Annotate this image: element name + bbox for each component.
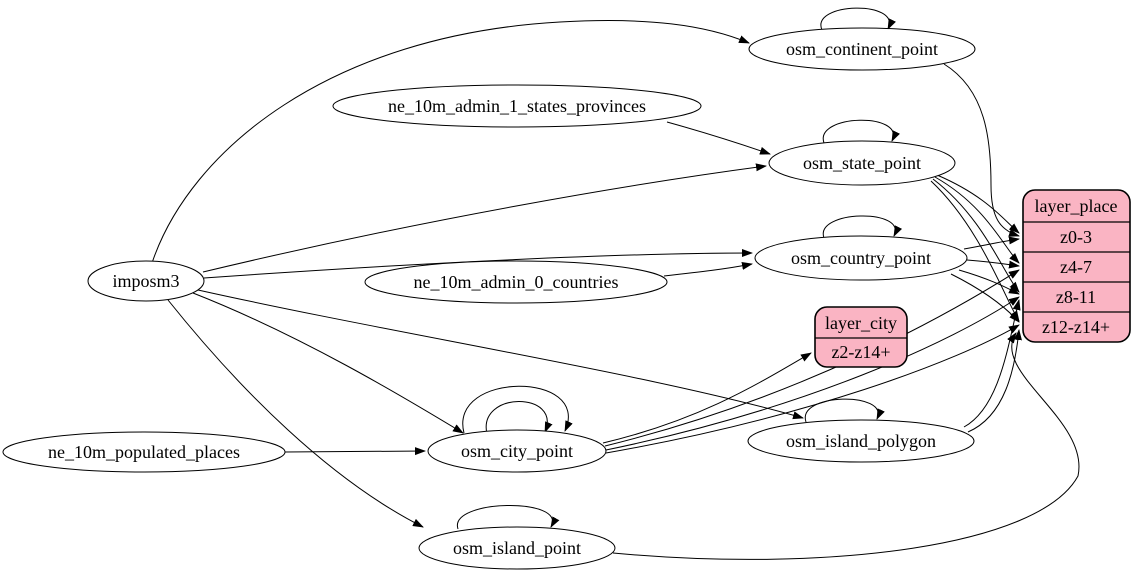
edge-ne_10m_admin_1_states_provinces-osm_state_point (666, 121, 771, 155)
node-label: ne_10m_populated_places (48, 442, 240, 462)
edge-imposm3-osm_country_point (203, 249, 753, 279)
node-osm_island_point: osm_island_point (418, 526, 616, 570)
edge-osm_continent_point-layer_place-z0-3 (943, 63, 1020, 237)
node-label: osm_island_point (453, 538, 581, 558)
node-label: osm_state_point (803, 153, 921, 173)
record-header-label: layer_city (825, 313, 897, 333)
record-row-label: z8-11 (1056, 287, 1096, 307)
self-loop-osm_city_point-outer (462, 385, 573, 434)
node-ne_10m_populated_places: ne_10m_populated_places (2, 431, 286, 473)
node-label: osm_continent_point (786, 39, 938, 59)
edge-osm_city_point-layer_place-z4-7 (604, 269, 1020, 447)
node-layer_city: layer_city z2-z14+ (814, 306, 908, 368)
edge-osm_island_polygon-layer_place-z8-11 (963, 299, 1021, 428)
node-label: ne_10m_admin_1_states_provinces (388, 96, 646, 116)
ne_10m_admin_0_countries-ellipse (364, 260, 668, 304)
edge-osm_island_polygon-layer_place-z12-z14 (967, 329, 1022, 433)
edge-osm_state_point-layer_place-z8-11 (932, 178, 1020, 293)
node-osm_island_polygon: osm_island_polygon (747, 419, 975, 463)
layer_place-box (1022, 189, 1131, 343)
layer_city-box (814, 306, 908, 368)
node-osm_country_point: osm_country_point (754, 235, 968, 281)
node-imposm3: imposm3 (87, 260, 205, 302)
edge-osm_state_point-layer_place-z4-7 (934, 176, 1020, 264)
node-label: osm_country_point (791, 248, 931, 268)
osm_city_point-ellipse (427, 429, 607, 473)
record-row-label: z2-z14+ (831, 342, 890, 362)
edge-osm_country_point-layer_place-z0-3 (963, 236, 1020, 250)
edge-osm_state_point-layer_place-z0-3 (936, 174, 1020, 234)
edge-osm_city_point-layer_city-z2-z14 (602, 352, 812, 444)
ne_10m_populated_places-ellipse (2, 431, 286, 473)
edge-imposm3-osm_state_point (202, 163, 767, 273)
self-loop-osm_country_point (822, 215, 903, 239)
ne_10m_admin_1_states_provinces-ellipse (332, 84, 702, 128)
node-osm_city_point: osm_city_point (427, 429, 607, 473)
node-osm_continent_point: osm_continent_point (748, 27, 976, 71)
node-label: imposm3 (112, 271, 179, 291)
node-label: osm_city_point (461, 441, 573, 461)
self-loop-osm_island_point (457, 505, 560, 530)
osm_island_polygon-ellipse (747, 419, 975, 463)
edge-osm_country_point-layer_place-z4-7 (966, 259, 1020, 269)
edge-osm_country_point-layer_place-z12-z14 (950, 273, 1020, 323)
edge-imposm3-osm_continent_point (151, 20, 750, 264)
node-osm_state_point: osm_state_point (768, 140, 956, 186)
osm_continent_point-ellipse (748, 27, 976, 71)
imposm3-ellipse (87, 260, 205, 302)
edge-osm_country_point-layer_place-z8-11 (958, 269, 1020, 295)
edge-osm_city_point-layer_place-z12-z14 (605, 324, 1020, 454)
self-loop-osm_continent_point (820, 7, 896, 31)
osm_state_point-ellipse (768, 140, 956, 186)
edges (151, 7, 1080, 560)
osm_country_point-ellipse (754, 235, 968, 281)
osm_island_point-ellipse (418, 526, 616, 570)
edge-imposm3-osm_island_polygon (197, 289, 804, 420)
node-ne_10m_admin_1_states_provinces: ne_10m_admin_1_states_provinces (332, 84, 702, 128)
record-row-label: z4-7 (1060, 257, 1092, 277)
record-row-label: z0-3 (1060, 227, 1092, 247)
edge-osm_state_point-layer_place-z12-z14 (930, 180, 1020, 322)
node-layer_place: layer_place z0-3 z4-7 z8-11 z12-z14+ (1022, 189, 1131, 343)
record-row-label: z12-z14+ (1042, 317, 1110, 337)
edge-imposm3-osm_city_point (192, 292, 464, 434)
self-loop-osm_island_polygon (804, 398, 885, 423)
edge-ne_10m_admin_0_countries-osm_country_point (663, 261, 753, 277)
node-ne_10m_admin_0_countries: ne_10m_admin_0_countries (364, 260, 668, 304)
node-label: ne_10m_admin_0_countries (414, 272, 619, 292)
edge-osm_island_point-layer_place-z12-z14 (612, 332, 1080, 560)
self-loop-osm_state_point (822, 119, 900, 144)
edge-osm_city_point-layer_place-z8-11 (605, 296, 1020, 451)
edge-ne_10m_populated_places-osm_city_point (284, 447, 426, 456)
self-loop-osm_city_point-inner (485, 401, 553, 435)
edge-imposm3-osm_island_point (167, 299, 424, 528)
record-header-label: layer_place (1035, 196, 1118, 216)
node-label: osm_island_polygon (786, 431, 936, 451)
